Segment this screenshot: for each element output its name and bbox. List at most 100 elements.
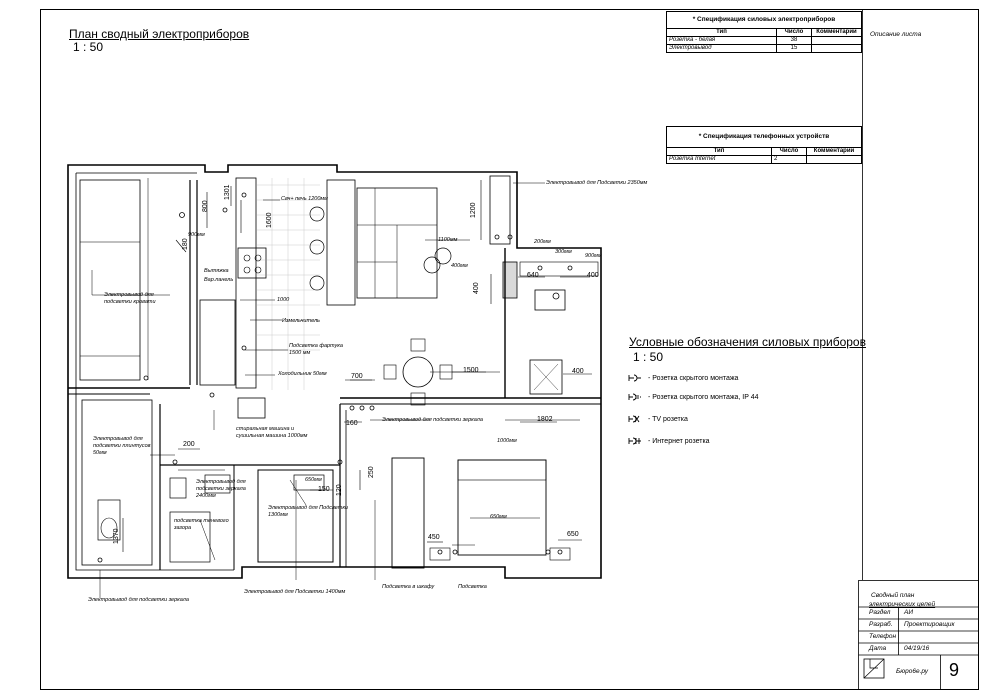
annotation-label: Электровывод для подсветки плинтусов 50м… bbox=[93, 436, 151, 456]
table-cell: Электровывод bbox=[666, 44, 777, 53]
stamp-label-phone: Телефон bbox=[869, 633, 897, 640]
annotation-label: стиральная машина и сушильная машина 100… bbox=[236, 426, 308, 439]
dimension-label: 180 bbox=[182, 238, 189, 250]
annotation-label: Подсветка фартука 1500 мм bbox=[289, 343, 343, 356]
annotation-label: Вар.панель bbox=[204, 277, 234, 283]
stamp-title-line2: электрических цепей bbox=[869, 601, 936, 608]
dimension-label: 1200 bbox=[470, 202, 477, 218]
annotation-label: Вытяжка bbox=[204, 268, 229, 274]
plan-title: План сводный электроприборов bbox=[69, 27, 250, 41]
stamp-value-date: 04/19/16 bbox=[904, 645, 930, 652]
table-cell: 2 bbox=[771, 155, 807, 164]
table-cell: Розетка Internet bbox=[666, 155, 772, 164]
annotation-label: 900мм bbox=[188, 232, 205, 238]
annotation-label: Электровывод для подсветки зеркала bbox=[88, 597, 189, 603]
socket-ip44-icon bbox=[628, 393, 641, 401]
dimension-label: 400 bbox=[572, 368, 584, 375]
dimension-label: 200 bbox=[183, 441, 195, 448]
power-spec-caption: * Спецификация силовых электроприборов bbox=[666, 11, 862, 29]
annotation-label: 650мм bbox=[490, 514, 507, 520]
dimension-label: 400 bbox=[587, 272, 599, 279]
dimension-label: 1500 bbox=[463, 367, 479, 374]
table-cell bbox=[811, 44, 862, 53]
stamp-value-author: Проектировщик bbox=[904, 621, 955, 628]
tv-socket-icon bbox=[628, 415, 640, 423]
legend-title: Условные обозначения силовых приборов bbox=[629, 335, 866, 349]
dimension-label: 1370 bbox=[113, 528, 120, 544]
table-cell bbox=[806, 155, 862, 164]
annotation-label: подсветка теневого зазора bbox=[174, 518, 229, 531]
phone-spec-caption: * Спецификация телефонных устройств bbox=[666, 126, 862, 148]
annotation-label: Электровывод для Подсветки 1400мм bbox=[244, 589, 346, 595]
sheet-number: 9 bbox=[949, 660, 960, 680]
annotation-label: 650мм bbox=[305, 477, 322, 483]
table-row: Розетка - белая 38 bbox=[666, 36, 862, 45]
legend-item: - Розетка скрытого монтажа, IP 44 bbox=[628, 392, 759, 402]
legend-item: - Интернет розетка bbox=[628, 436, 710, 446]
annotation-label: Электровывод для Подсветки 1300мм bbox=[268, 505, 348, 518]
table-row: Розетка Internet 2 bbox=[666, 155, 862, 164]
dimension-label: 1600 bbox=[266, 212, 273, 228]
annotation-label: 1000мм bbox=[497, 438, 517, 444]
annotation-label: Электровывод для подсветки зеркала bbox=[382, 417, 483, 423]
sheet-description: Описание листа bbox=[870, 31, 922, 38]
legend-label: - Розетка скрытого монтажа, IP 44 bbox=[648, 393, 759, 401]
legend-label: - TV розетка bbox=[648, 415, 688, 423]
stamp-company: Бюро6е.ру bbox=[896, 668, 929, 675]
annotation-label: 200мм bbox=[534, 239, 551, 245]
table-cell: 15 bbox=[776, 44, 812, 53]
table-cell: 38 bbox=[776, 36, 812, 45]
dimension-label: 250 bbox=[368, 466, 375, 478]
annotation-label: Свч+ печь 1200мм bbox=[281, 196, 328, 202]
dimension-label: 400 bbox=[473, 282, 480, 294]
title-block bbox=[858, 580, 979, 690]
dimension-label: 150 bbox=[318, 486, 330, 493]
dimension-label: 800 bbox=[202, 200, 209, 212]
dimension-label: 160 bbox=[346, 420, 358, 427]
phone-spec-header-type: Тип bbox=[666, 147, 772, 156]
internet-socket-icon bbox=[628, 437, 641, 445]
power-spec-header-count: Число bbox=[776, 28, 812, 37]
annotation-label: Электровывод для Подсветки 2350мм bbox=[546, 180, 648, 186]
legend-scale: 1 : 50 bbox=[633, 350, 664, 364]
dimension-label: 640 bbox=[527, 272, 539, 279]
stamp-title-line1: Сводный план bbox=[871, 592, 915, 599]
table-cell: Розетка - белая bbox=[666, 36, 777, 45]
annotation-label: 400мм bbox=[451, 263, 468, 269]
annotation-label: Подсветка bbox=[458, 584, 487, 590]
phone-spec-header-count: Число bbox=[771, 147, 807, 156]
power-spec-table: * Спецификация силовых электроприборов Т… bbox=[666, 11, 862, 53]
socket-icon bbox=[628, 374, 641, 382]
table-cell bbox=[811, 36, 862, 45]
phone-spec-header-comment: Комментарии bbox=[806, 147, 862, 156]
stamp-label-author: Разраб. bbox=[869, 621, 893, 628]
legend-item: - Розетка скрытого монтажа bbox=[628, 373, 738, 383]
legend-item: - TV розетка bbox=[628, 414, 688, 424]
annotation-label: Электровывод для подсветки зеркала 2400м… bbox=[196, 479, 246, 499]
annotation-label: Холодильник 50мм bbox=[278, 371, 327, 377]
dimension-label: 120 bbox=[336, 484, 343, 496]
power-spec-header-comment: Комментарии bbox=[811, 28, 862, 37]
dimension-label: 1301 bbox=[224, 184, 231, 200]
annotation-label: Измельчитель bbox=[282, 318, 320, 324]
phone-spec-table: * Спецификация телефонных устройств Тип … bbox=[666, 126, 862, 164]
annotation-label: 1000 bbox=[277, 297, 290, 303]
dimension-label: 650 bbox=[567, 531, 579, 538]
stamp-value-section: АИ bbox=[904, 609, 913, 616]
stamp-label-section: Раздел bbox=[869, 609, 891, 616]
annotation-label: Электровывод для подсветки кровати bbox=[104, 292, 156, 305]
table-row: Электровывод 15 bbox=[666, 44, 862, 53]
annotation-label: 900мм bbox=[585, 253, 602, 259]
annotation-label: 300мм bbox=[555, 249, 572, 255]
power-spec-header-type: Тип bbox=[666, 28, 777, 37]
annotation-label: Подсветка в шкафу bbox=[382, 584, 435, 590]
legend-label: - Интернет розетка bbox=[648, 437, 710, 445]
legend-label: - Розетка скрытого монтажа bbox=[648, 374, 739, 382]
dimension-label: 1802 bbox=[537, 416, 553, 423]
dimension-label: 450 bbox=[428, 534, 440, 541]
annotation-label: 1100мм bbox=[438, 237, 458, 243]
plan-scale: 1 : 50 bbox=[73, 40, 104, 54]
dimension-label: 700 bbox=[351, 373, 363, 380]
